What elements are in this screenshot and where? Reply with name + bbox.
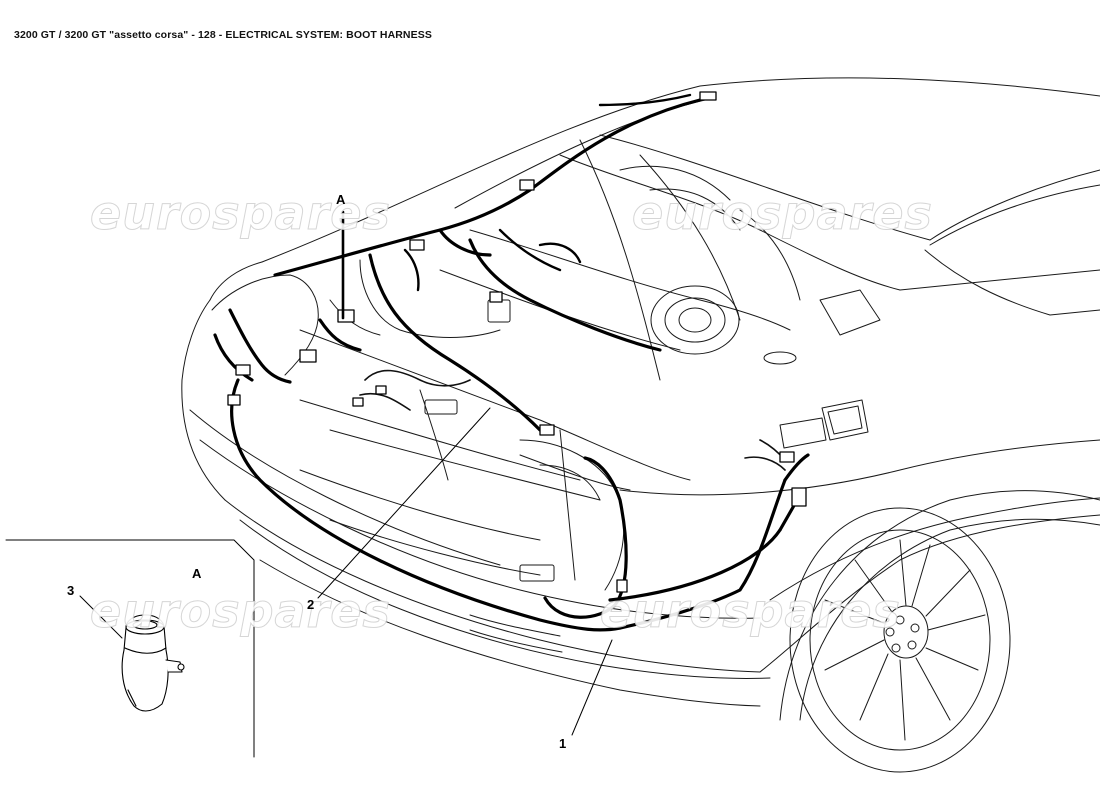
leader-1 xyxy=(571,639,613,736)
boot-harness xyxy=(213,93,810,632)
watermark-2: eurospares xyxy=(632,186,933,241)
leader-lines xyxy=(79,210,613,736)
reservoir-part xyxy=(121,614,185,712)
callout-1: 1 xyxy=(559,736,567,751)
inset-frame xyxy=(5,539,255,758)
watermark-4: eurospares xyxy=(600,584,901,639)
leader-2 xyxy=(317,407,491,599)
callout-3: 3 xyxy=(67,583,75,598)
watermark-3: eurospares xyxy=(90,584,391,639)
car-body xyxy=(181,77,1100,773)
leader-3 xyxy=(79,595,123,639)
callout-a-inset: A xyxy=(192,566,202,581)
connectors xyxy=(227,91,807,593)
page-title: 3200 GT / 3200 GT "assetto corsa" - 128 … xyxy=(14,29,432,41)
callout-2: 2 xyxy=(307,597,315,612)
callout-a-main: A xyxy=(336,192,346,207)
watermark-1: eurospares xyxy=(90,186,391,241)
